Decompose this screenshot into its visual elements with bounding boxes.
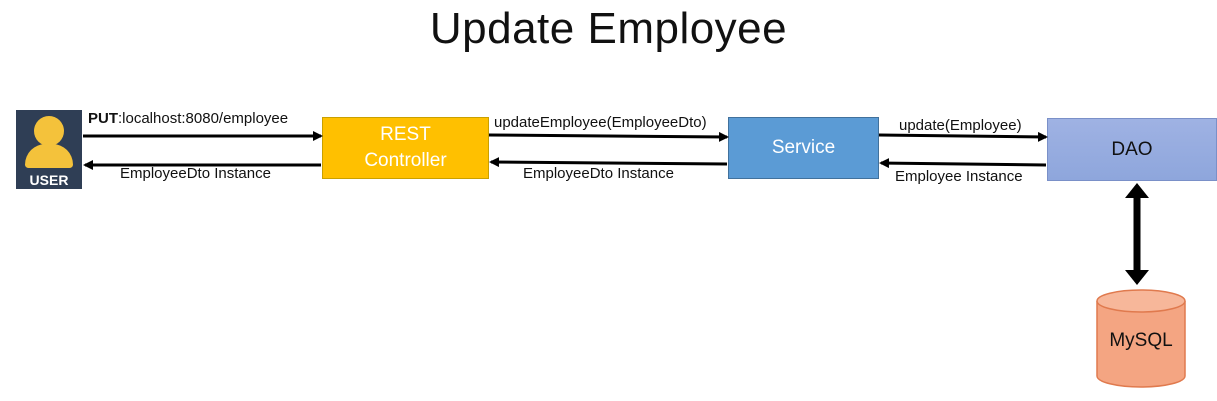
label-dao-to-service: Employee Instance (895, 168, 1023, 185)
user-node: USER (16, 110, 82, 189)
arrow-service-to-dao (878, 131, 1048, 142)
mysql-label: MySQL (1109, 330, 1173, 351)
rest-controller-node: REST Controller (322, 117, 489, 179)
arrow-service-to-rest (489, 157, 728, 168)
arrowhead-dao-mysql-top (1125, 183, 1149, 198)
diagram-title: Update Employee (429, 4, 788, 53)
label-rest-to-service: updateEmployee(EmployeeDto) (494, 114, 707, 131)
label-service-to-rest: EmployeeDto Instance (523, 165, 674, 182)
person-icon (25, 144, 73, 168)
label-rest-to-user: EmployeeDto Instance (120, 165, 271, 182)
person-icon-head (34, 116, 64, 146)
arrow-dao-to-service (879, 158, 1047, 169)
arrow-rest-to-service (488, 131, 729, 142)
label-put-request: PUT:localhost:8080/employee (88, 110, 288, 127)
service-node: Service (728, 117, 879, 179)
user-label: USER (29, 172, 69, 188)
database-cylinder-icon (1096, 289, 1186, 388)
label-service-to-dao: update(Employee) (899, 117, 1022, 134)
label-put-url: :localhost:8080/employee (118, 110, 289, 127)
dao-node: DAO (1047, 118, 1217, 181)
label-put-method: PUT (88, 110, 118, 127)
arrowhead-dao-mysql-bottom (1125, 270, 1149, 285)
